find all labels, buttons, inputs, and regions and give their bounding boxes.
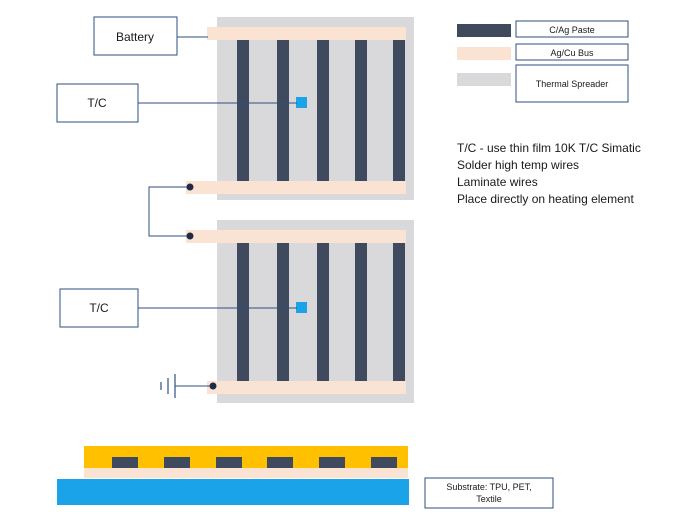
bus-bar-top-lower <box>186 181 406 194</box>
legend-label-spreader: Thermal Spreader <box>536 79 609 89</box>
bus-layer <box>84 468 408 478</box>
solder-point <box>209 382 217 390</box>
paste-trace <box>277 243 289 382</box>
legend: C/Ag Paste Ag/Cu Bus Thermal Spreader <box>457 20 629 103</box>
paste-trace <box>393 243 405 382</box>
thermal-spreader-top <box>217 17 414 200</box>
paste-section <box>319 457 345 468</box>
bus-bar-bottom-lower <box>207 381 406 394</box>
note-line: Laminate wires <box>457 175 538 189</box>
thermal-spreader-bottom <box>217 220 414 403</box>
legend-swatch-spreader <box>457 73 511 86</box>
bottom-heater-panel <box>186 220 414 403</box>
notes: T/C - use thin film 10K T/C Simatic Sold… <box>457 141 641 206</box>
legend-label-box <box>515 20 629 38</box>
paste-trace <box>317 40 329 182</box>
paste-trace <box>277 40 289 182</box>
substrate-label-box <box>424 477 554 509</box>
jumper-wire <box>148 186 190 237</box>
paste-trace <box>355 40 367 182</box>
paste-trace <box>237 243 249 382</box>
substrate-layer <box>57 479 409 505</box>
note-line: Place directly on heating element <box>457 192 634 206</box>
note-line: Solder high temp wires <box>457 158 579 172</box>
substrate-label-line2: Textile <box>476 494 502 504</box>
bus-bar-top-upper <box>207 27 406 40</box>
legend-swatch-bus <box>457 47 511 60</box>
substrate-label-line1: Substrate: TPU, PET, <box>446 482 531 492</box>
solder-point <box>186 183 194 191</box>
legend-label-box <box>515 64 629 103</box>
legend-label-bus: Ag/Cu Bus <box>550 48 594 58</box>
tc-bottom-label: T/C <box>89 301 109 315</box>
solder-point <box>186 232 194 240</box>
battery-label-box <box>93 16 178 56</box>
paste-section <box>164 457 190 468</box>
tc-top-label-box <box>56 83 139 123</box>
paste-trace <box>317 243 329 382</box>
legend-swatch-paste <box>457 24 511 37</box>
paste-section <box>216 457 242 468</box>
paste-trace <box>393 40 405 182</box>
battery-label: Battery <box>116 30 154 44</box>
paste-section <box>112 457 138 468</box>
tc-bottom-label-box <box>59 288 139 328</box>
paste-trace <box>355 243 367 382</box>
note-line: T/C - use thin film 10K T/C Simatic <box>457 141 641 155</box>
cross-section <box>57 446 409 505</box>
thermocouple-sensor-bottom <box>296 302 307 313</box>
paste-trace <box>237 40 249 182</box>
top-heater-panel <box>186 17 414 200</box>
tc-top-label: T/C <box>87 96 107 110</box>
paste-section <box>267 457 293 468</box>
bus-bar-bottom-upper <box>186 230 406 243</box>
thermocouple-sensor-top <box>296 97 307 108</box>
wiring <box>138 36 297 387</box>
paste-section <box>371 457 397 468</box>
ground-icon <box>160 374 176 398</box>
legend-label-box <box>515 43 629 61</box>
legend-label-paste: C/Ag Paste <box>549 25 595 35</box>
